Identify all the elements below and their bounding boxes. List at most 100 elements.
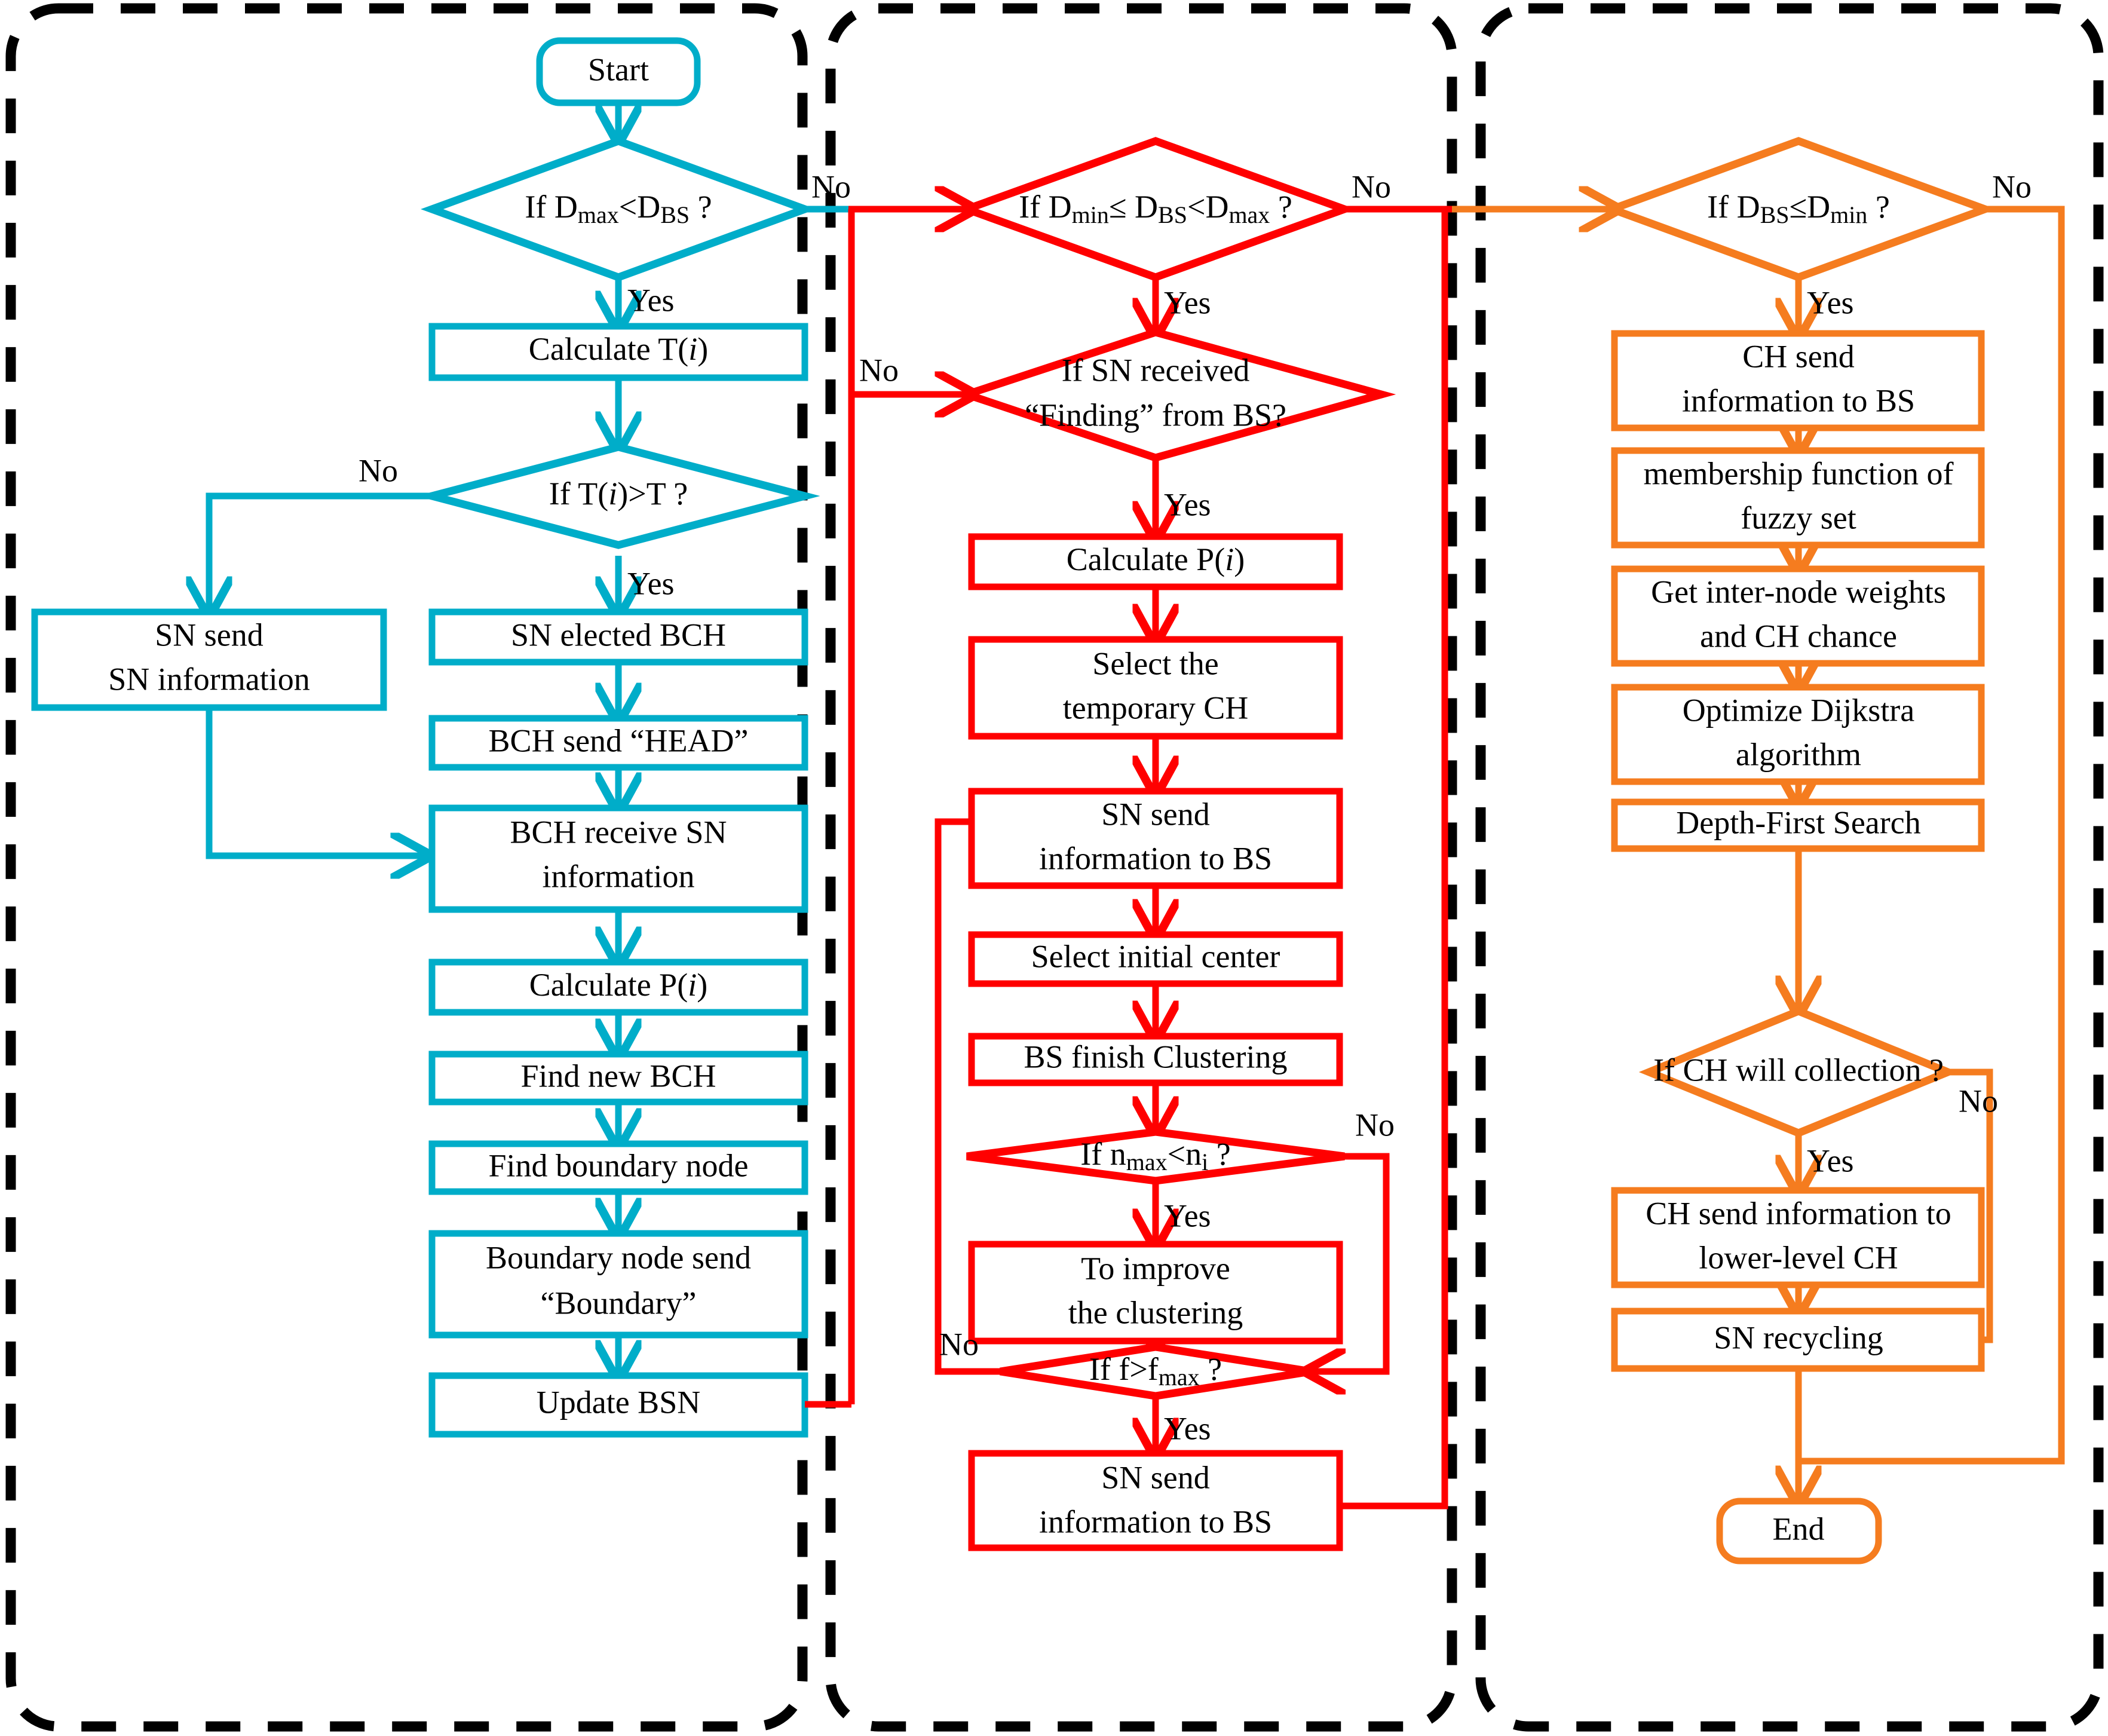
- label-bch-send-head: BCH send “HEAD”: [489, 722, 749, 758]
- edge-label-dbs-no: No: [1992, 169, 2032, 204]
- label-dfs: Depth-First Search: [1676, 804, 1920, 840]
- node-if-f-gt-fmax: [999, 1343, 1312, 1400]
- phase1-edges: [209, 103, 848, 1408]
- label-sel-tmp-ch-l2: temporary CH: [1063, 690, 1248, 725]
- label-bn-send-l1: Boundary node send: [486, 1239, 751, 1275]
- node-find-new-bch: [428, 1051, 808, 1106]
- node-if-ti-gt-t: [416, 443, 820, 549]
- label-if-nmax: If nmax<ni ?: [1080, 1136, 1230, 1175]
- label-select-initial-center: Select initial center: [1031, 938, 1280, 974]
- edge-label-fmax-yes: Yes: [1164, 1410, 1211, 1446]
- node-inter-node-weights: [1611, 565, 1985, 667]
- label-sn-send-bs2-l1: SN send: [1101, 1459, 1210, 1495]
- label-sel-tmp-ch-l1: Select the: [1092, 645, 1218, 681]
- edge-label-finding-yes: Yes: [1164, 486, 1211, 522]
- node-if-ch-will-collection: [1638, 1006, 1959, 1138]
- label-finding-l2: “Finding” from BS?: [1025, 397, 1286, 433]
- node-ch-send-info-bs: [1611, 330, 1985, 431]
- label-bs-finish-clustering: BS finish Clustering: [1024, 1039, 1287, 1074]
- label-ch-send-bs-l2: information to BS: [1682, 382, 1915, 418]
- label-sn-send-l1: SN send: [155, 617, 264, 653]
- node-if-sn-received-finding: [954, 328, 1396, 462]
- node-if-nmax-lt-ni: [966, 1128, 1345, 1185]
- node-bch-send-head: [428, 715, 808, 771]
- node-sn-send-information: [31, 608, 387, 711]
- label-dijkstra-l1: Optimize Dijkstra: [1683, 692, 1914, 728]
- node-sn-send-info-bs-1: [968, 788, 1343, 889]
- node-ch-send-lower-level: [1611, 1187, 1985, 1288]
- label-if-dmax: If Dmax<DBS ?: [525, 189, 712, 228]
- label-calculate-p-2: Calculate P(i): [1067, 541, 1245, 577]
- label-if-dmin: If Dmin≤ DBS<Dmax ?: [1019, 189, 1292, 228]
- node-sn-recycling: [1611, 1308, 1985, 1372]
- edge-label-ti-yes: Yes: [627, 565, 675, 601]
- label-bch-recv-l2: information: [543, 858, 695, 894]
- node-boundary-node-send: [428, 1230, 808, 1339]
- phase2-edges: [805, 209, 1490, 1510]
- panel-2-border: [825, 3, 1457, 1732]
- label-bn-send-l2: “Boundary”: [541, 1285, 697, 1321]
- node-calculate-t: [428, 323, 808, 381]
- edge-label-fmax-no: No: [939, 1326, 979, 1362]
- edge-label-finding-no: No: [859, 352, 899, 388]
- node-end: [1716, 1498, 1882, 1564]
- label-ch-send-lower-l1: CH send information to: [1646, 1195, 1951, 1231]
- edge-label-coll-no: No: [1959, 1083, 1998, 1119]
- label-weights-l2: and CH chance: [1700, 618, 1897, 654]
- node-find-boundary-node: [428, 1140, 808, 1195]
- label-sn-elected-bch: SN elected BCH: [511, 617, 726, 653]
- node-bch-receive-sn-info: [428, 804, 808, 913]
- label-fuzzy-l1: membership function of: [1644, 455, 1954, 491]
- node-calculate-p-2: [968, 533, 1343, 590]
- node-if-dmax-lt-dbs: [421, 137, 816, 281]
- edge-label-nmax-yes: Yes: [1164, 1198, 1211, 1233]
- edge-label-dmin-no: No: [1352, 169, 1391, 204]
- node-calculate-p: [428, 959, 808, 1016]
- label-calculate-t: Calculate T(i): [529, 331, 708, 367]
- label-if-fmax: If f>fmax ?: [1089, 1351, 1222, 1391]
- panel-3-border: [1475, 3, 2104, 1732]
- label-find-new-bch: Find new BCH: [520, 1058, 716, 1094]
- label-if-dbs: If DBS≤Dmin ?: [1707, 189, 1890, 228]
- label-sn-send-bs2-l2: information to BS: [1039, 1504, 1272, 1539]
- label-dijkstra-l2: algorithm: [1736, 736, 1861, 772]
- label-sn-send-bs-l2: information to BS: [1039, 840, 1272, 876]
- edge-label-dbs-yes: Yes: [1807, 284, 1854, 320]
- node-select-temporary-ch: [968, 636, 1343, 740]
- edge-label-coll-yes: Yes: [1807, 1143, 1854, 1178]
- edge-label-dmin-yes: Yes: [1164, 284, 1211, 320]
- edge-label-dmax-yes: Yes: [627, 282, 675, 318]
- node-optimize-dijkstra: [1611, 684, 1985, 785]
- edge-label-ti-no: No: [359, 452, 398, 488]
- edge-label-nmax-no: No: [1355, 1107, 1395, 1143]
- node-bs-finish-clustering: [968, 1033, 1343, 1086]
- edge-label-dmax-no: No: [811, 169, 851, 204]
- label-find-boundary-node: Find boundary node: [489, 1147, 749, 1183]
- label-end: End: [1773, 1511, 1825, 1547]
- label-if-ti: If T(i)>T ?: [549, 476, 688, 512]
- node-select-initial-center: [968, 931, 1343, 987]
- label-start: Start: [588, 51, 649, 87]
- label-ch-send-lower-l2: lower-level CH: [1699, 1239, 1898, 1275]
- node-if-dmin-le-dbs-lt-dmax: [955, 137, 1356, 281]
- node-sn-elected-bch: [428, 608, 808, 666]
- label-bch-recv-l1: BCH receive SN: [510, 814, 727, 850]
- label-if-collection: If CH will collection ?: [1653, 1052, 1944, 1088]
- label-improve-l1: To improve: [1081, 1250, 1230, 1286]
- label-improve-l2: the clustering: [1068, 1294, 1243, 1330]
- label-sn-recycling: SN recycling: [1714, 1319, 1883, 1355]
- node-sn-send-info-bs-2: [968, 1450, 1343, 1551]
- label-calculate-p-1: Calculate P(i): [529, 967, 707, 1003]
- label-sn-send-l2: SN information: [108, 661, 310, 697]
- label-weights-l1: Get inter-node weights: [1651, 574, 1946, 610]
- label-sn-send-bs-l1: SN send: [1101, 796, 1210, 832]
- node-depth-first-search: [1611, 798, 1985, 852]
- node-start: [536, 37, 701, 106]
- node-membership-function-fuzzy: [1611, 447, 1985, 549]
- label-ch-send-bs-l1: CH send: [1742, 338, 1855, 374]
- node-to-improve-clustering: [968, 1241, 1343, 1345]
- label-finding-l1: If SN received: [1062, 352, 1250, 388]
- node-if-dbs-le-dmin: [1601, 137, 1996, 281]
